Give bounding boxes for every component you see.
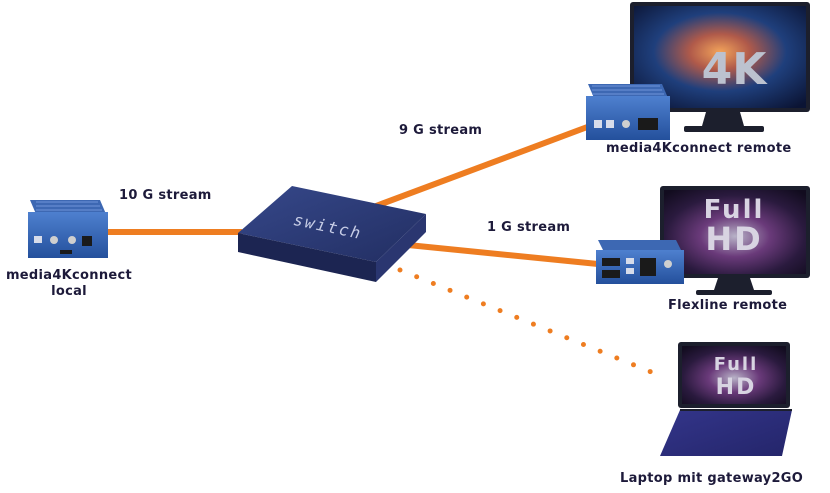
label-media4kconnect-local-line1: media4Kconnect	[5, 268, 133, 283]
sfp-port-icon	[82, 236, 92, 246]
wireless-link-to-laptop	[397, 267, 669, 381]
label-flexline-remote: Flexline remote	[668, 298, 788, 313]
cable-switch-to-flexline	[407, 242, 599, 267]
flexline-remote-device	[596, 240, 684, 284]
laptop-device: Full HD	[660, 342, 792, 456]
connector-icon	[68, 236, 76, 244]
media4kconnect-local-device	[28, 200, 108, 258]
full-hd-monitor: Full HD	[660, 186, 810, 295]
label-10g-stream: 10 G stream	[119, 188, 212, 203]
connector-icon	[50, 236, 58, 244]
media4kconnect-remote-device	[586, 84, 670, 140]
screen-full-text: Full	[704, 195, 765, 225]
label-media4kconnect-local-line2: local	[51, 284, 87, 299]
screen-hd-text: HD	[705, 220, 762, 258]
usb-port-icon	[34, 236, 42, 243]
label-media4kconnect-remote: media4Kconnect remote	[606, 141, 792, 156]
uhd-monitor: 4K	[630, 2, 810, 132]
switch-device: switch	[238, 186, 426, 282]
cables	[108, 123, 669, 381]
screen-4k-text: 4K	[702, 44, 769, 95]
label-media4kconnect-local: media4Kconnect local	[4, 268, 134, 300]
label-laptop: Laptop mit gateway2GO	[620, 471, 804, 486]
cable-switch-to-m4k-remote	[374, 123, 592, 209]
laptop-screen-hd-text: HD	[716, 375, 757, 400]
label-9g-stream: 9 G stream	[399, 123, 483, 138]
laptop-screen-full-text: Full	[714, 354, 759, 375]
label-1g-stream: 1 G stream	[487, 220, 571, 235]
